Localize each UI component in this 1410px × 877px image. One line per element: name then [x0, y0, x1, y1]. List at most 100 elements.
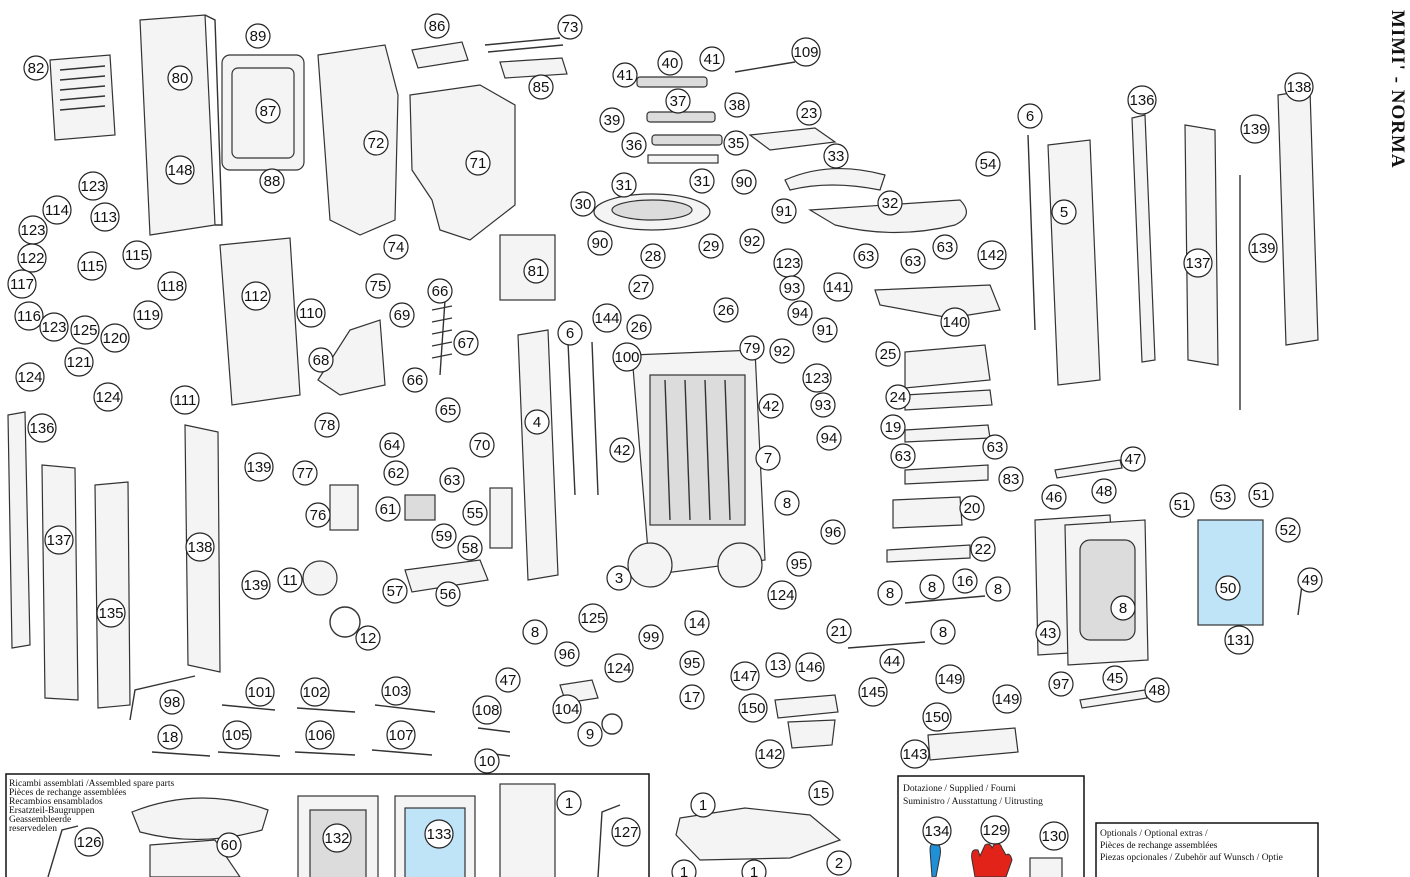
callout-120: 120 — [100, 323, 130, 353]
callout-86: 86 — [424, 13, 450, 39]
callout-circle — [167, 65, 193, 91]
callout-circle — [975, 151, 1001, 177]
callout-number: 92 — [744, 233, 761, 250]
callout-number: 86 — [429, 18, 446, 35]
callout-number: 51 — [1253, 487, 1270, 504]
callout-number: 64 — [384, 437, 401, 454]
callout-circle — [42, 195, 72, 225]
callout-147: 147 — [730, 661, 760, 691]
callout-42: 42 — [609, 437, 635, 463]
callout-circle — [875, 341, 901, 367]
callout-103: 103 — [381, 676, 411, 706]
callout-circle — [592, 303, 622, 333]
callout-150: 150 — [738, 693, 768, 723]
supplied-line-1: Dotazione / Supplied / Fourni — [903, 784, 1016, 794]
callout-circle — [587, 230, 613, 256]
callout-number: 125 — [72, 322, 97, 339]
callout-number: 142 — [979, 247, 1004, 264]
callout-number: 150 — [924, 709, 949, 726]
callout-125: 125 — [70, 315, 100, 345]
callout-number: 32 — [882, 195, 899, 212]
callout-circle — [402, 367, 428, 393]
callout-6: 6 — [557, 320, 583, 346]
callout-circle — [1051, 199, 1077, 225]
callout-129: 129 — [980, 815, 1010, 845]
callout-circle — [802, 363, 832, 393]
callout-60: 60 — [216, 832, 242, 858]
callout-number: 99 — [643, 629, 660, 646]
callout-144: 144 — [592, 303, 622, 333]
callout-circle — [554, 641, 580, 667]
callout-number: 100 — [614, 349, 639, 366]
callout-number: 41 — [704, 51, 721, 68]
callout-20: 20 — [959, 495, 985, 521]
callout-69: 69 — [389, 302, 415, 328]
callout-78: 78 — [314, 412, 340, 438]
callout-number: 78 — [319, 417, 336, 434]
callout-80: 80 — [167, 65, 193, 91]
callout-149: 149 — [935, 664, 965, 694]
callout-number: 57 — [387, 583, 404, 600]
callout-number: 112 — [244, 288, 268, 305]
callout-circle — [621, 132, 647, 158]
callout-number: 48 — [1096, 483, 1113, 500]
callout-circle — [277, 567, 303, 593]
callout-number: 3 — [615, 570, 623, 587]
callout-number: 15 — [813, 785, 830, 802]
callout-149: 149 — [992, 684, 1022, 714]
callout-133: 133 — [424, 819, 454, 849]
callout-circle — [1284, 72, 1314, 102]
callout-circle — [823, 143, 849, 169]
callout-number: 139 — [1242, 121, 1267, 138]
callout-circle — [133, 300, 163, 330]
callout-number: 8 — [939, 624, 947, 641]
assembled-parts-box: Ricambi assemblati /Assembled spare part… — [5, 773, 650, 877]
optionals-line-3: Piezas opcionales / Zubehör auf Wunsch /… — [1100, 852, 1283, 863]
callout-46: 46 — [1041, 484, 1067, 510]
callout-number: 95 — [791, 556, 808, 573]
callout-circle — [1039, 821, 1069, 851]
callout-number: 5 — [1060, 204, 1068, 221]
callout-number: 130 — [1041, 828, 1066, 845]
callout-7: 7 — [755, 445, 781, 471]
callout-number: 8 — [1119, 600, 1127, 617]
callout-circle — [771, 198, 797, 224]
callout-10: 10 — [474, 748, 500, 774]
callout-circle — [826, 850, 852, 876]
callout-circle — [741, 859, 767, 877]
callout-8: 8 — [522, 619, 548, 645]
callout-circle — [1248, 233, 1278, 263]
callout-circle — [739, 228, 765, 254]
callout-142: 142 — [755, 739, 785, 769]
callout-98: 98 — [159, 689, 185, 715]
callout-number: 44 — [884, 653, 901, 670]
callout-number: 6 — [566, 325, 574, 342]
callout-136: 136 — [1127, 85, 1157, 115]
callout-33: 33 — [823, 143, 849, 169]
callout-126: 126 — [74, 827, 104, 857]
callout-number: 67 — [458, 335, 475, 352]
callout-circle — [382, 578, 408, 604]
callout-circle — [1127, 85, 1157, 115]
callout-number: 140 — [942, 314, 967, 331]
callout-62: 62 — [383, 460, 409, 486]
callout-122: 122 — [17, 243, 47, 273]
callout-circle — [1169, 492, 1195, 518]
callout-circle — [689, 168, 715, 194]
callout-circle — [7, 269, 37, 299]
callout-51: 51 — [1248, 482, 1274, 508]
callout-number: 98 — [164, 694, 181, 711]
callout-17: 17 — [679, 684, 705, 710]
callout-26: 26 — [713, 297, 739, 323]
callout-number: 145 — [860, 684, 885, 701]
callout-number: 139 — [243, 577, 268, 594]
callout-21: 21 — [826, 618, 852, 644]
callout-circle — [70, 315, 100, 345]
callout-circle — [1144, 677, 1170, 703]
assembled-line-2: Pièces de rechange assemblées — [9, 788, 127, 798]
callout-circle — [1017, 103, 1043, 129]
callout-number: 61 — [380, 501, 397, 518]
callout-number: 28 — [645, 248, 662, 265]
callout-circle — [216, 832, 242, 858]
callout-number: 37 — [670, 93, 687, 110]
